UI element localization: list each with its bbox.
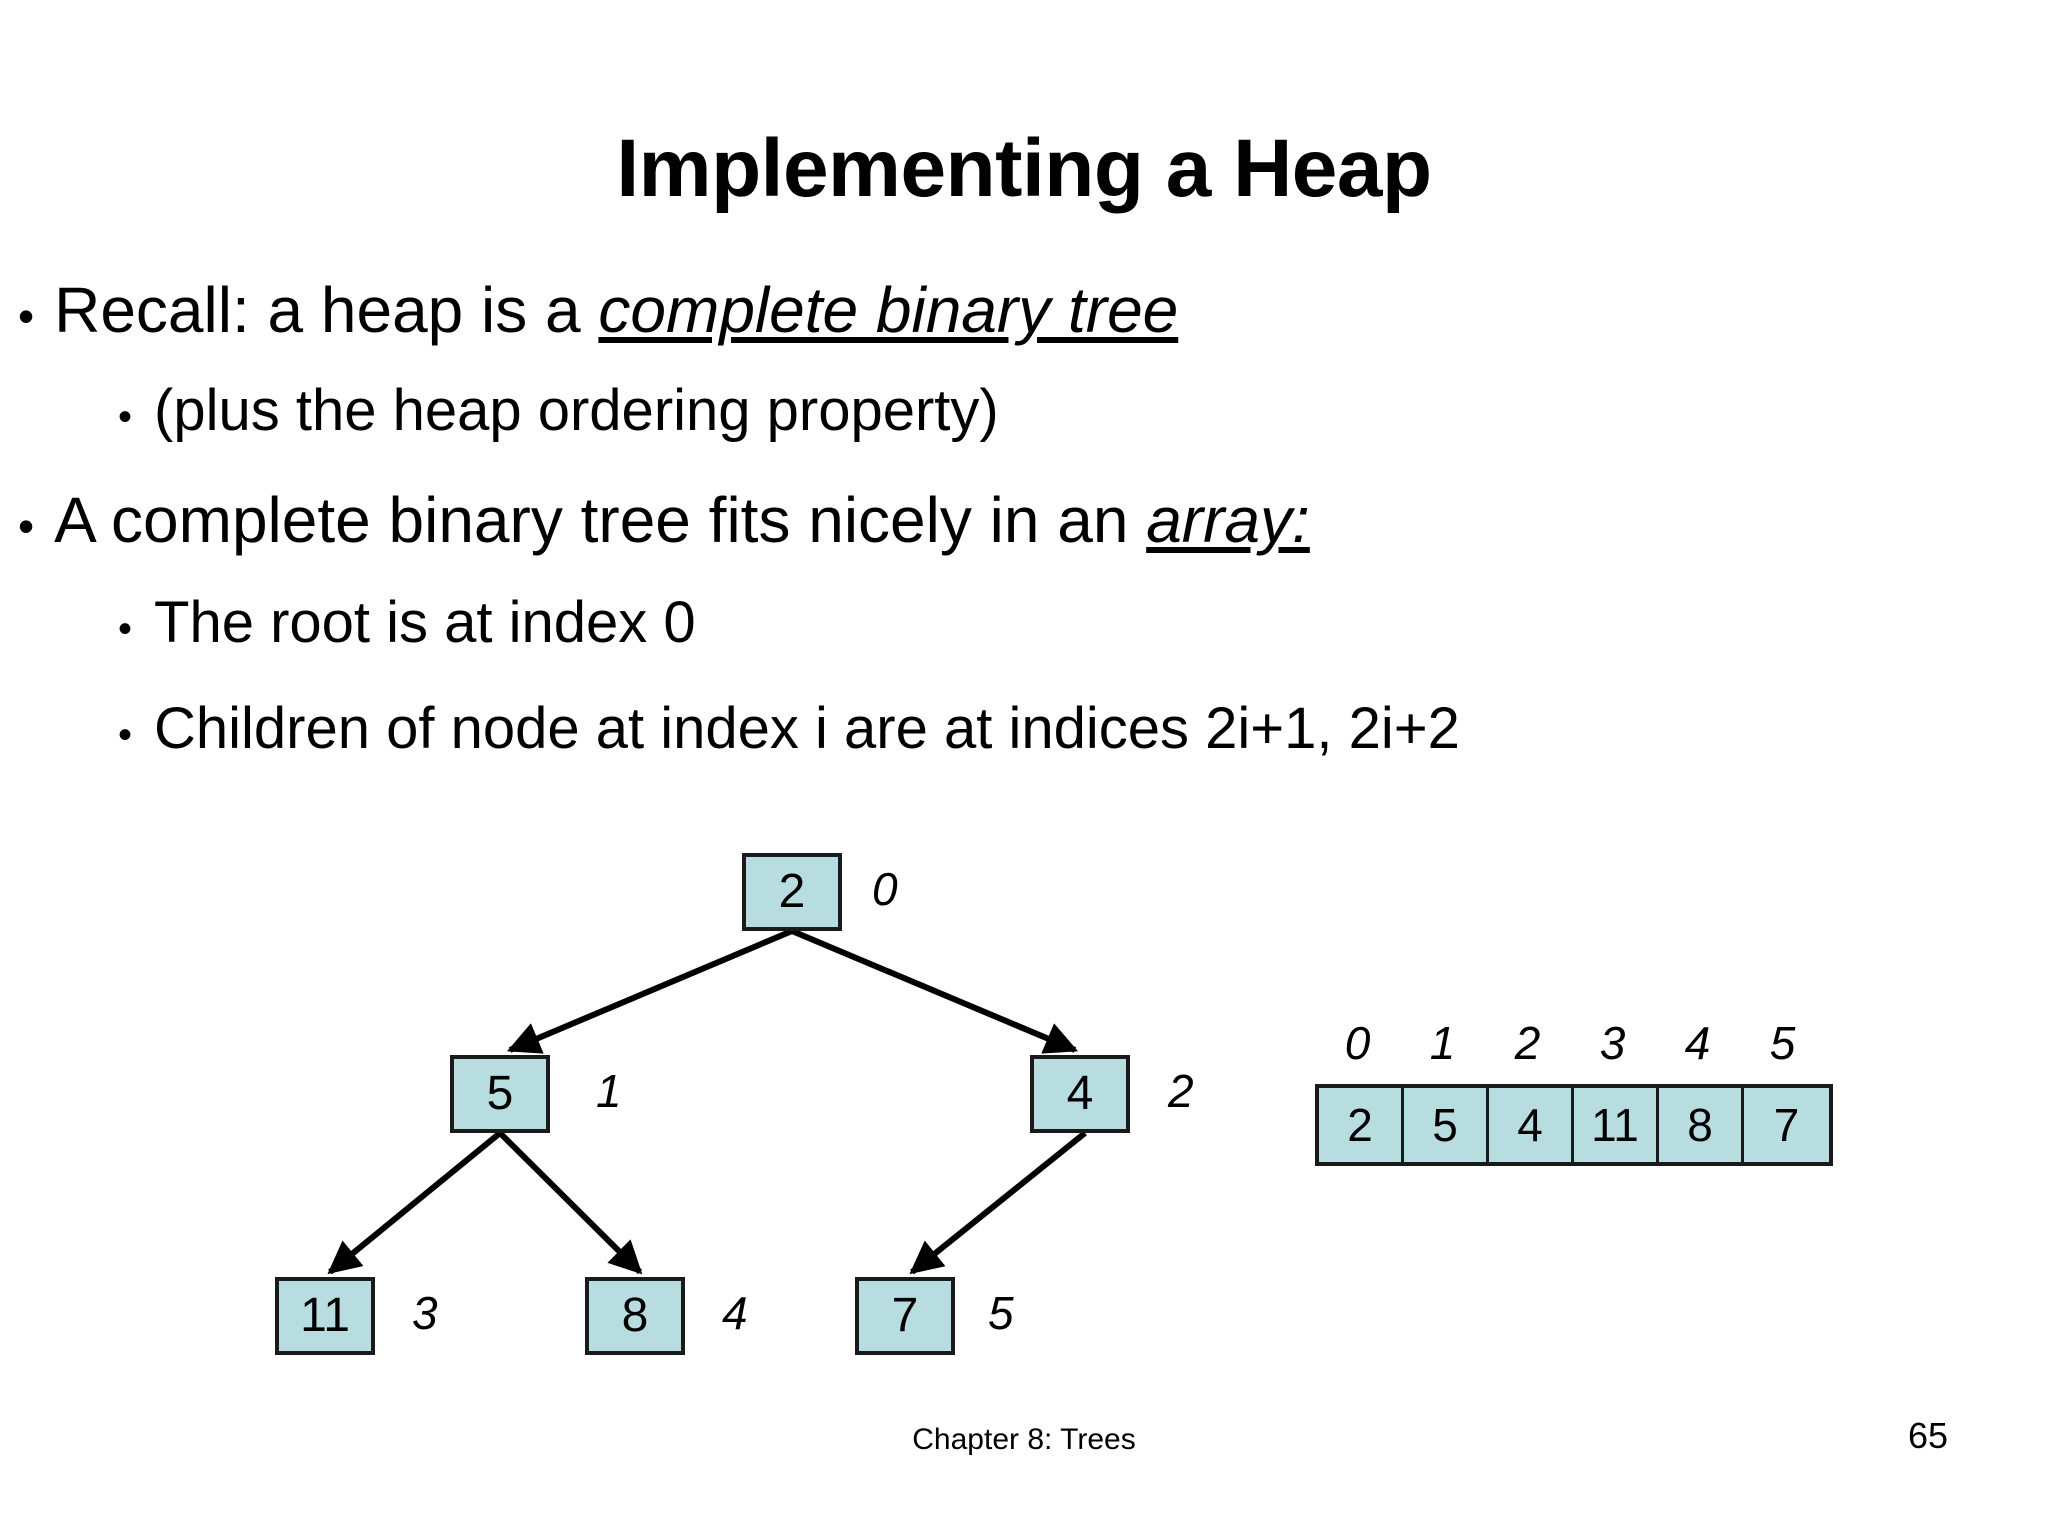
bullet-item-3-emphasis: array:: [1146, 484, 1310, 556]
array-representation: 0 1 2 3 4 5 2 5 4 11 8 7: [1315, 1020, 1833, 1166]
bullet-item-5-text: Children of node at index i are at indic…: [154, 696, 1460, 761]
array-cell-row: 2 5 4 11 8 7: [1315, 1084, 1833, 1166]
tree-node-index-0: 0: [872, 863, 898, 915]
tree-edge-0-2: [790, 928, 1079, 1054]
array-index-2: 2: [1514, 1017, 1541, 1069]
array-index-5: 5: [1769, 1017, 1796, 1069]
bullet-item-3: • A complete binary tree fits nicely in …: [18, 488, 1310, 552]
tree-node-2[interactable]: 4: [1030, 1055, 1130, 1133]
array-cell-2[interactable]: 4: [1489, 1088, 1574, 1162]
bullet-marker-icon: •: [118, 395, 133, 439]
bullet-marker-icon: •: [118, 713, 133, 757]
array-cell-3[interactable]: 11: [1574, 1088, 1659, 1162]
bullet-item-4: • The root is at index 0: [118, 594, 696, 652]
array-cell-4[interactable]: 8: [1659, 1088, 1744, 1162]
tree-node-index-3: 3: [412, 1287, 438, 1339]
bullet-marker-icon: •: [18, 500, 35, 552]
tree-node-4[interactable]: 8: [585, 1277, 685, 1355]
tree-node-index-4: 4: [722, 1287, 748, 1339]
array-index-1: 1: [1429, 1017, 1456, 1069]
bullet-marker-icon: •: [18, 290, 35, 342]
tree-node-index-1: 1: [596, 1065, 622, 1117]
tree-node-index-5: 5: [988, 1287, 1014, 1339]
tree-edge-1-4: [497, 1130, 643, 1275]
bullet-item-1-plain: Recall: a heap is a: [54, 274, 599, 346]
tree-node-0[interactable]: 2: [742, 853, 842, 931]
tree-node-3[interactable]: 11: [275, 1277, 375, 1355]
page-number: 65: [1907, 1415, 1948, 1456]
array-cell-5[interactable]: 7: [1744, 1088, 1829, 1162]
page-title: Implementing a Heap: [616, 123, 1432, 214]
tree-node-5[interactable]: 7: [855, 1277, 955, 1355]
bullet-item-1: • Recall: a heap is a complete binary tr…: [18, 278, 1178, 342]
tree-edge-1-3: [327, 1130, 502, 1275]
array-index-row: 0 1 2 3 4 5: [1315, 1020, 1833, 1066]
bullet-item-4-text: The root is at index 0: [154, 590, 696, 655]
array-index-3: 3: [1599, 1017, 1626, 1069]
footer-chapter-label: Chapter 8: Trees: [912, 1423, 1136, 1456]
tree-edge-2-5: [909, 1130, 1087, 1275]
array-index-0: 0: [1344, 1017, 1371, 1069]
array-index-4: 4: [1684, 1017, 1711, 1069]
array-cell-1[interactable]: 5: [1404, 1088, 1489, 1162]
bullet-item-1-text: Recall: a heap is a complete binary tree: [54, 278, 1178, 342]
bullet-marker-icon: •: [118, 607, 133, 651]
bullet-item-2: • (plus the heap ordering property): [118, 382, 999, 440]
tree-edge-0-1: [506, 928, 794, 1054]
bullet-item-2-text: (plus the heap ordering property): [154, 378, 999, 443]
tree-node-index-2: 2: [1168, 1065, 1194, 1117]
bullet-item-3-plain: A complete binary tree fits nicely in an: [54, 484, 1147, 556]
bullet-item-1-emphasis: complete binary tree: [598, 274, 1179, 346]
tree-node-1[interactable]: 5: [450, 1055, 550, 1133]
tree-edges-svg: [327, 928, 1087, 1275]
heap-diagram: 2 0 5 1 4 2 11 3 8 4 7 5 0 1 2 3 4 5 2 5…: [0, 840, 2048, 1400]
bullet-item-5: • Children of node at index i are at ind…: [118, 700, 1460, 758]
bullet-item-3-text: A complete binary tree fits nicely in an…: [54, 488, 1310, 552]
array-cell-0[interactable]: 2: [1319, 1088, 1404, 1162]
